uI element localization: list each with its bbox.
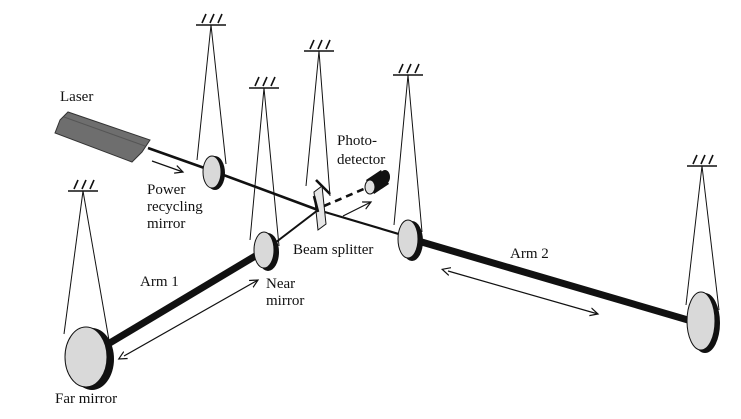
- ceiling-hatch-near: [249, 76, 279, 89]
- near-mirror-label-line1: Near: [266, 276, 296, 292]
- ceiling-hatch-splitter: [304, 39, 334, 52]
- beam-splitter-label: Beam splitter: [293, 242, 374, 258]
- laser-label: Laser: [60, 89, 94, 105]
- power-recycling-label-line2: recycling: [147, 199, 203, 215]
- arm2-length-arrow: [448, 271, 598, 314]
- ceiling-hatch-far-right: [687, 154, 717, 167]
- laser-body: [54, 111, 151, 163]
- photodetector: [364, 170, 390, 195]
- photodetector-label-line1: Photo-: [337, 133, 378, 149]
- detector-arrow: [342, 202, 371, 217]
- power-recycling-mirror: [202, 155, 225, 190]
- power-recycling-label-line3: mirror: [147, 216, 186, 232]
- power-recycling-label-line1: Power: [147, 182, 186, 198]
- near-mirror-label-line2: mirror: [266, 293, 305, 309]
- photodetector-label-line2: detector: [337, 152, 386, 168]
- ceiling-hatch-far-left: [68, 179, 98, 192]
- ceiling-hatch-arm2-near: [393, 63, 423, 76]
- far-mirror-left: [64, 326, 114, 390]
- arm1-length-arrow: [124, 280, 258, 356]
- laser-body-highlight: [63, 116, 146, 147]
- arm1-label: Arm 1: [140, 274, 179, 290]
- far-mirror-label: Far mirror: [55, 391, 118, 407]
- arm2-beam-thick: [407, 234, 706, 329]
- near-mirror: [253, 231, 279, 271]
- ceiling-hatch-power: [196, 13, 226, 26]
- far-mirror-right: [686, 291, 720, 353]
- arm1-beam-thick: [86, 245, 269, 360]
- beam-splitter: [312, 179, 331, 231]
- input-beam: [147, 146, 211, 172]
- beam-paths: [86, 146, 706, 360]
- arm2-label: Arm 2: [510, 246, 549, 262]
- laser-input-arrow: [151, 160, 183, 172]
- suspension-wires: [63, 24, 720, 347]
- detector-beam: [323, 186, 367, 208]
- recycled-beam: [209, 168, 319, 212]
- arm2-near-mirror: [397, 219, 423, 261]
